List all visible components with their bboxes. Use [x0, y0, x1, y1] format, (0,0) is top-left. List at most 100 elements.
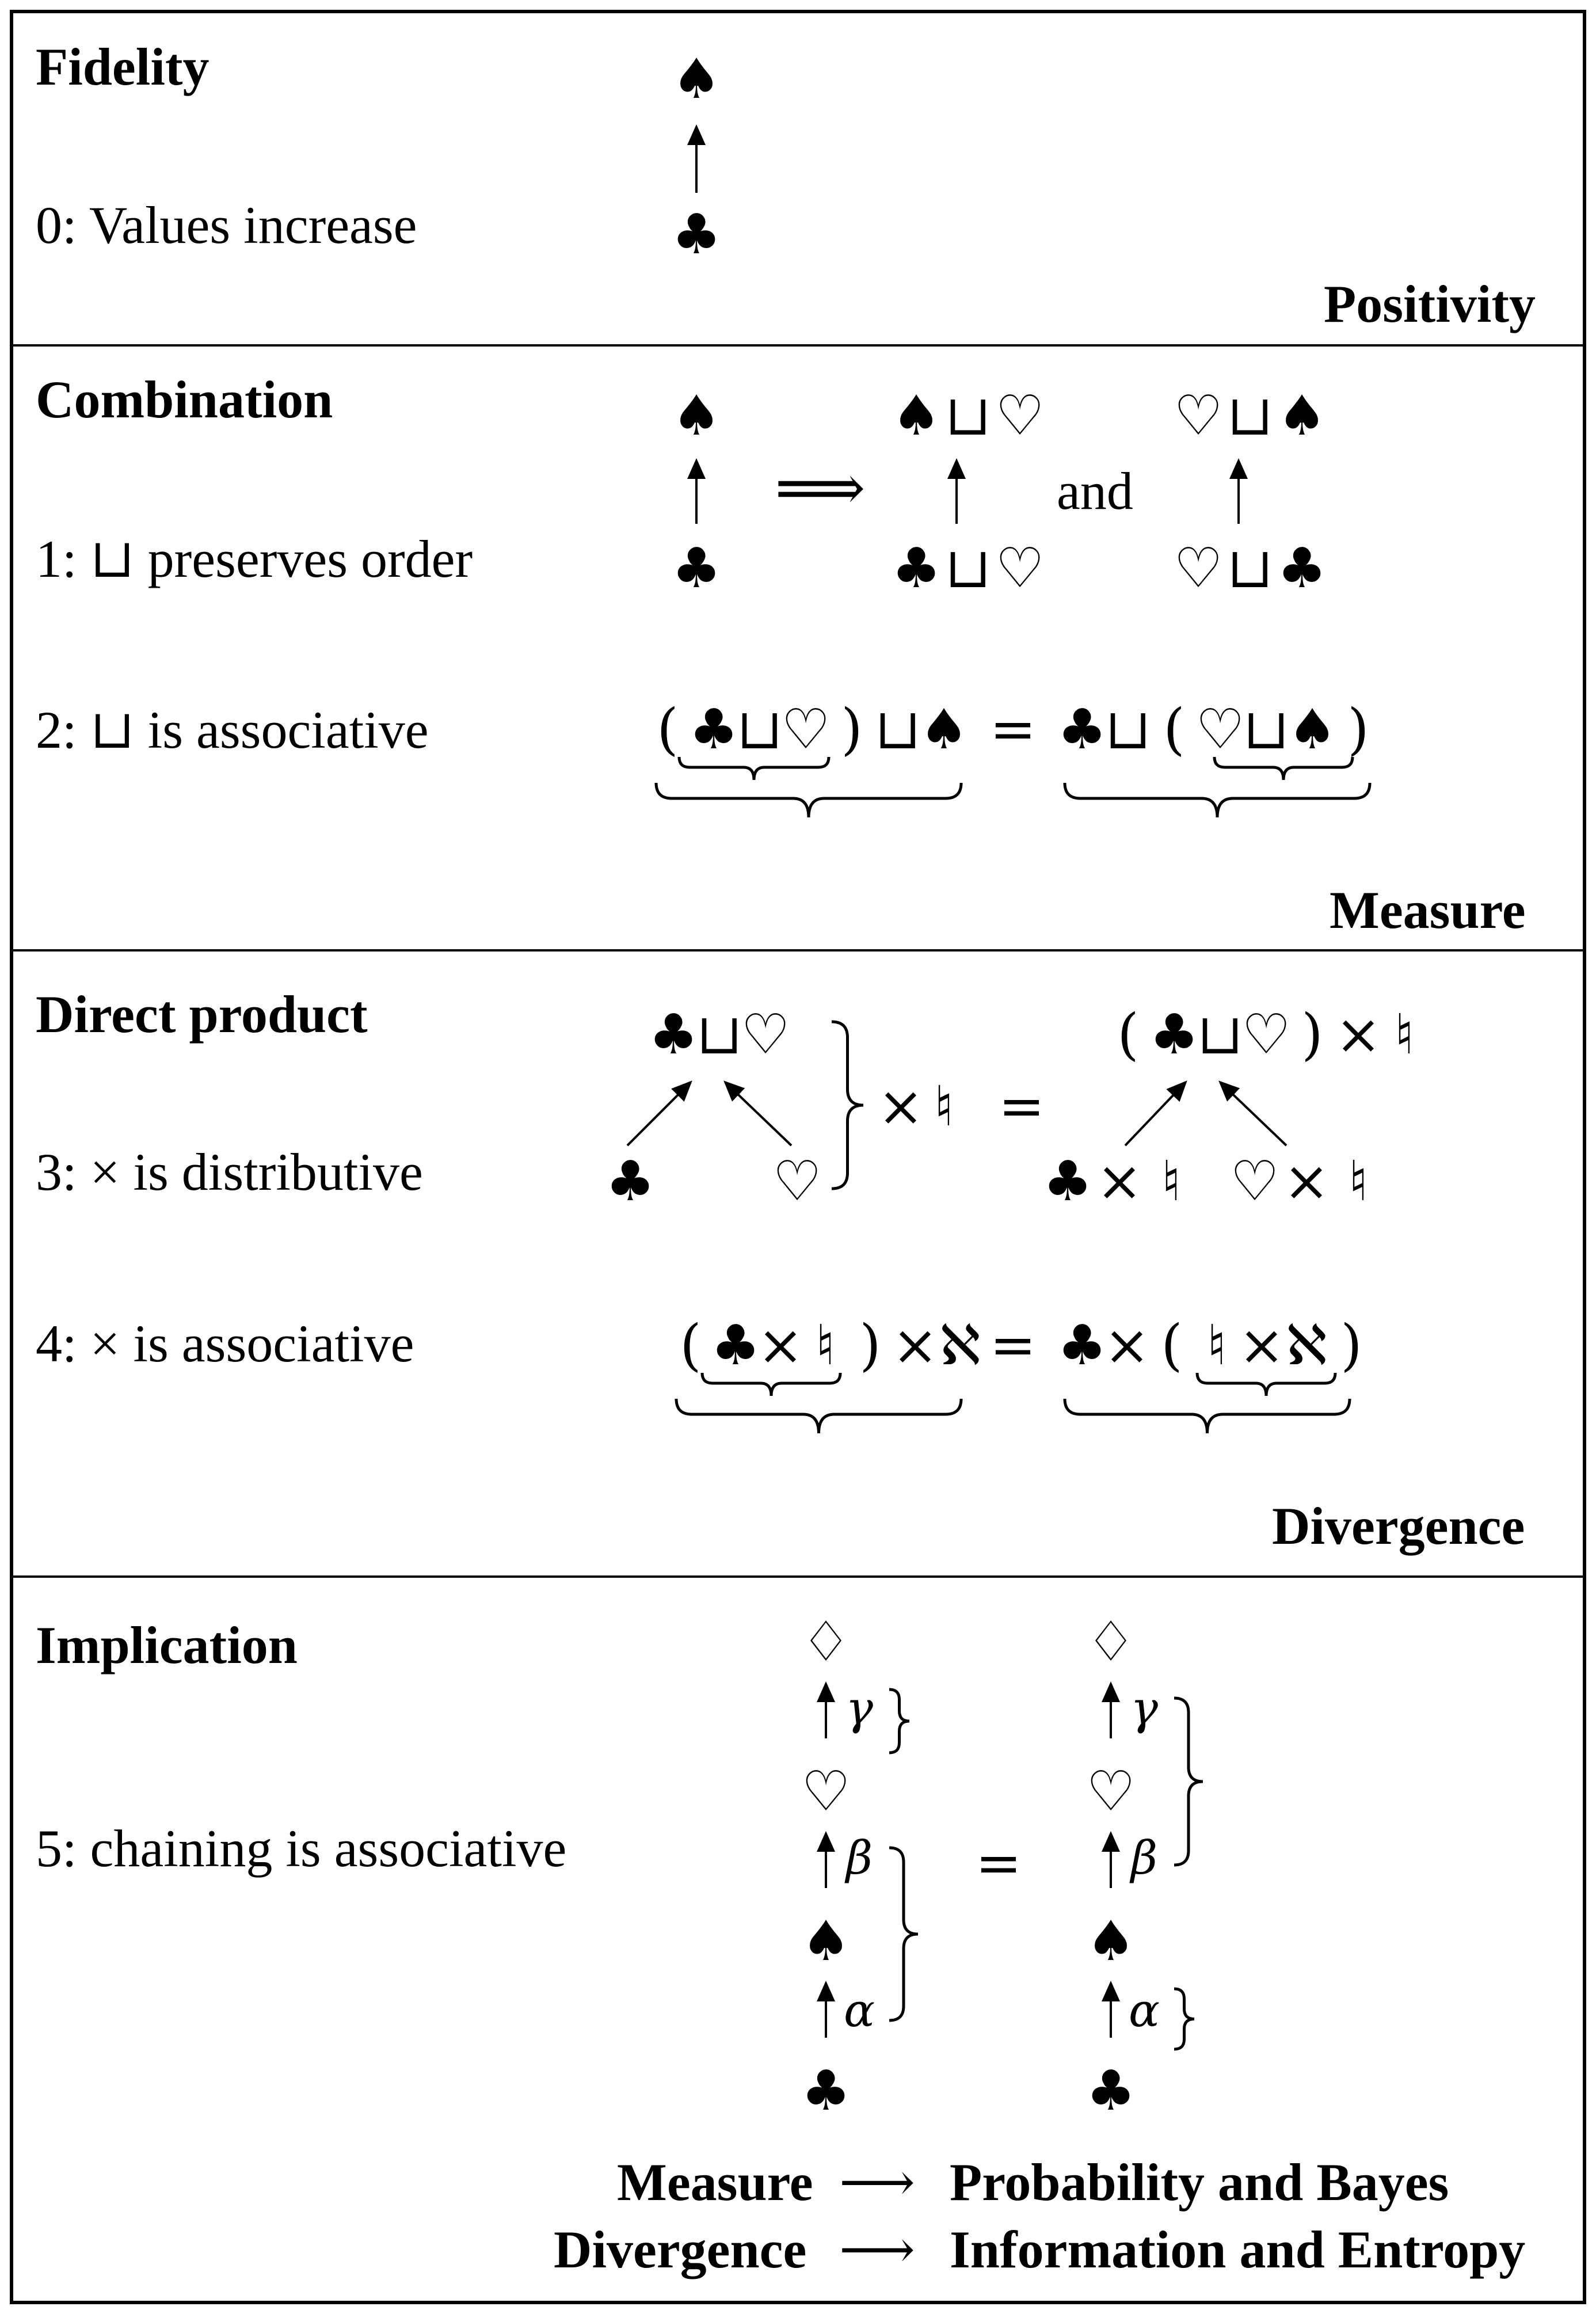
rhs-bottom-heart-0: ♡ [1174, 536, 1223, 600]
spade-symbol: ♠ [672, 47, 721, 111]
assoc-lhs-spade-6: ♠ [919, 697, 969, 762]
equals-sign: = [990, 1313, 1036, 1377]
implies-arrow: ⟹ [775, 451, 866, 524]
gamma-label-R: γ [1130, 1681, 1158, 1735]
axiom-2-label: 2: ⊔ is associative [36, 701, 429, 759]
club-symbol-R: ♣ [1086, 2058, 1136, 2123]
club-symbol: ♣ [672, 202, 721, 267]
footer-divergence: Divergence [554, 2220, 807, 2279]
dist-top-right-heart-3: ♡ [1241, 1002, 1291, 1067]
axiom-3-label: 3: × is distributive [36, 1143, 423, 1201]
distribution-brace [831, 1020, 864, 1190]
dist-bottom-right-times-1: × [1283, 1149, 1330, 1213]
diag-arrow [1124, 1080, 1187, 1147]
lhs-top-heart-2: ♡ [995, 383, 1045, 448]
rhs-top-spade-2: ♠ [1277, 383, 1327, 448]
axiom-5-label: 5: chaining is associative [36, 1819, 567, 1878]
inner-brace-left [677, 756, 831, 781]
footer-arrow-2: ⟶ [839, 2220, 915, 2279]
prod-rhs-rparen-6: ) [1340, 1313, 1362, 1377]
rhs-top-join-1: ⊔ [1227, 383, 1273, 448]
footer-probability: Probability and Bayes [950, 2153, 1449, 2212]
alpha-label-L: α [844, 1984, 875, 2037]
outer-frame [10, 10, 1586, 2304]
dist-top-right-lparen-0: ( [1117, 1002, 1138, 1067]
brace-beta-alpha-left [889, 1846, 919, 2022]
outer-brace-right [1063, 1398, 1351, 1434]
and-connector: and [1057, 462, 1133, 520]
assoc-rhs-lparen-2: ( [1163, 697, 1184, 762]
equals-sign: = [999, 1074, 1045, 1139]
alpha-label-R: α [1129, 1984, 1160, 2037]
gamma-label-L: γ [845, 1681, 873, 1735]
assoc-rhs-rparen-6: ) [1347, 697, 1369, 762]
diamond-symbol-R: ♢ [1086, 1609, 1136, 1674]
prod-rhs-club-0: ♣ [1057, 1313, 1107, 1377]
spade-symbol: ♠ [672, 383, 721, 448]
spade-symbol-L: ♠ [801, 1909, 851, 1973]
brace-gamma-beta-right [1174, 1696, 1203, 1867]
prod-rhs-lparen-2: ( [1161, 1313, 1182, 1377]
assoc-lhs-join-5: ⊔ [875, 697, 921, 762]
prod-lhs-natural-3: ♮ [816, 1313, 835, 1377]
prod-rhs-times-1: × [1104, 1313, 1150, 1377]
outer-brace-left [654, 782, 963, 818]
lhs-top-spade-0: ♠ [892, 383, 941, 448]
assoc-rhs-join-4: ⊔ [1243, 697, 1289, 762]
brace-alpha-right [1174, 1987, 1195, 2051]
club-symbol: ♣ [672, 536, 721, 600]
dist-top-left-club-0: ♣ [649, 1002, 698, 1067]
heart-symbol-R: ♡ [1086, 1759, 1136, 1824]
club-symbol: ♣ [605, 1149, 655, 1213]
assoc-rhs-club-0: ♣ [1057, 697, 1107, 762]
assoc-lhs-club-1: ♣ [689, 697, 738, 762]
natural-symbol: ♮ [934, 1074, 954, 1139]
inner-brace-right [1213, 756, 1354, 781]
footer-arrow-1: ⟶ [839, 2153, 915, 2212]
axiom-1-label: 1: ⊔ preserves order [36, 530, 473, 588]
assoc-rhs-spade-5: ♠ [1288, 697, 1337, 762]
inner-brace-right [1195, 1372, 1337, 1396]
inner-brace-left [700, 1372, 842, 1396]
dist-top-right-join-2: ⊔ [1197, 1002, 1243, 1067]
prod-lhs-times-5: × [892, 1313, 938, 1377]
assoc-lhs-rparen-4: ) [841, 697, 862, 762]
prod-rhs-aleph-5: ℵ [1286, 1313, 1327, 1377]
divider-1 [12, 344, 1584, 347]
heart-symbol-L: ♡ [801, 1759, 851, 1824]
prod-rhs-times-4: × [1239, 1313, 1285, 1377]
dist-top-right-club-1: ♣ [1149, 1002, 1199, 1067]
prod-lhs-club-1: ♣ [711, 1313, 760, 1377]
rhs-bottom-join-1: ⊔ [1227, 536, 1273, 600]
divergence-result: Divergence [1272, 1497, 1525, 1555]
measure-result: Measure [1330, 881, 1526, 939]
lhs-bottom-heart-2: ♡ [995, 536, 1045, 600]
dist-bottom-right-heart-0: ♡ [1230, 1149, 1279, 1213]
brace-gamma-left [889, 1688, 910, 1754]
axiom-4-label: 4: × is associative [36, 1314, 414, 1373]
dist-top-left-heart-2: ♡ [741, 1002, 790, 1067]
dist-bottom-left-times-1: × [1096, 1149, 1142, 1213]
prod-lhs-rparen-4: ) [859, 1313, 881, 1377]
combination-title: Combination [36, 370, 333, 429]
lhs-top-join-1: ⊔ [945, 383, 991, 448]
dist-bottom-right-natural-2: ♮ [1349, 1149, 1368, 1213]
diamond-symbol-L: ♢ [801, 1609, 851, 1674]
positivity-result: Positivity [1324, 275, 1536, 333]
implication-title: Implication [36, 1616, 298, 1674]
footer-information: Information and Entropy [950, 2220, 1526, 2279]
diag-arrow [1218, 1080, 1288, 1147]
dist-bottom-left-natural-2: ♮ [1161, 1149, 1181, 1213]
diag-arrow [723, 1080, 793, 1147]
lhs-bottom-join-1: ⊔ [945, 536, 991, 600]
prod-lhs-aleph-6: ℵ [939, 1313, 981, 1377]
fidelity-title: Fidelity [36, 37, 210, 96]
diag-arrow [626, 1080, 692, 1147]
beta-label-L: β [844, 1831, 873, 1885]
equals-sign: = [990, 697, 1036, 762]
dist-top-right-natural-6: ♮ [1395, 1002, 1414, 1067]
prod-lhs-lparen-0: ( [680, 1313, 701, 1377]
dist-top-right-rparen-4: ) [1301, 1002, 1323, 1067]
times-sign: × [878, 1074, 924, 1139]
